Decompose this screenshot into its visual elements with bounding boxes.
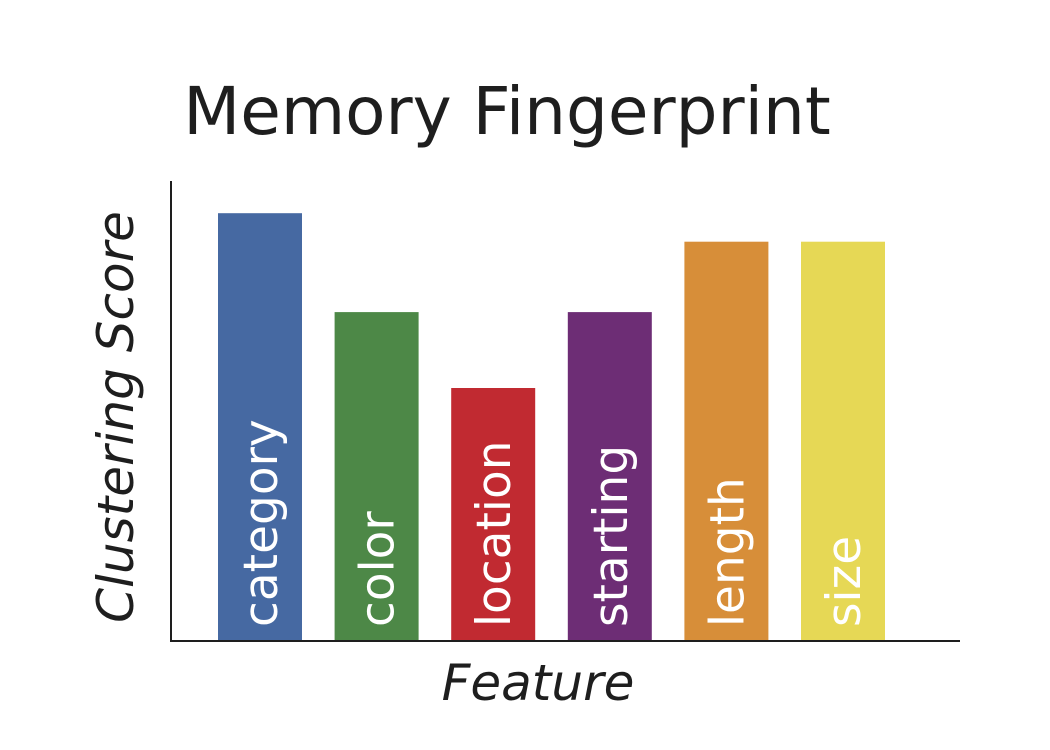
- bar-label-category: category: [234, 419, 289, 627]
- chart-title: Memory Fingerprint: [183, 73, 830, 150]
- bar-size: [801, 241, 885, 641]
- bar-label-length: length: [700, 477, 755, 627]
- bar-label-location: location: [467, 441, 522, 628]
- bar-category: [218, 213, 302, 641]
- bar-starting: [567, 312, 652, 641]
- bar-length: [684, 241, 769, 641]
- bar-label-size: size: [817, 536, 872, 627]
- y-axis-label: Clustering Score: [87, 211, 145, 623]
- bar-location: [451, 388, 536, 641]
- bar-color: [334, 312, 419, 641]
- x-axis-label: Feature: [442, 654, 635, 712]
- bars-group: category color location starting length size: [218, 213, 885, 641]
- bar-label-color: color: [351, 511, 406, 627]
- bar-label-starting: starting: [584, 445, 639, 627]
